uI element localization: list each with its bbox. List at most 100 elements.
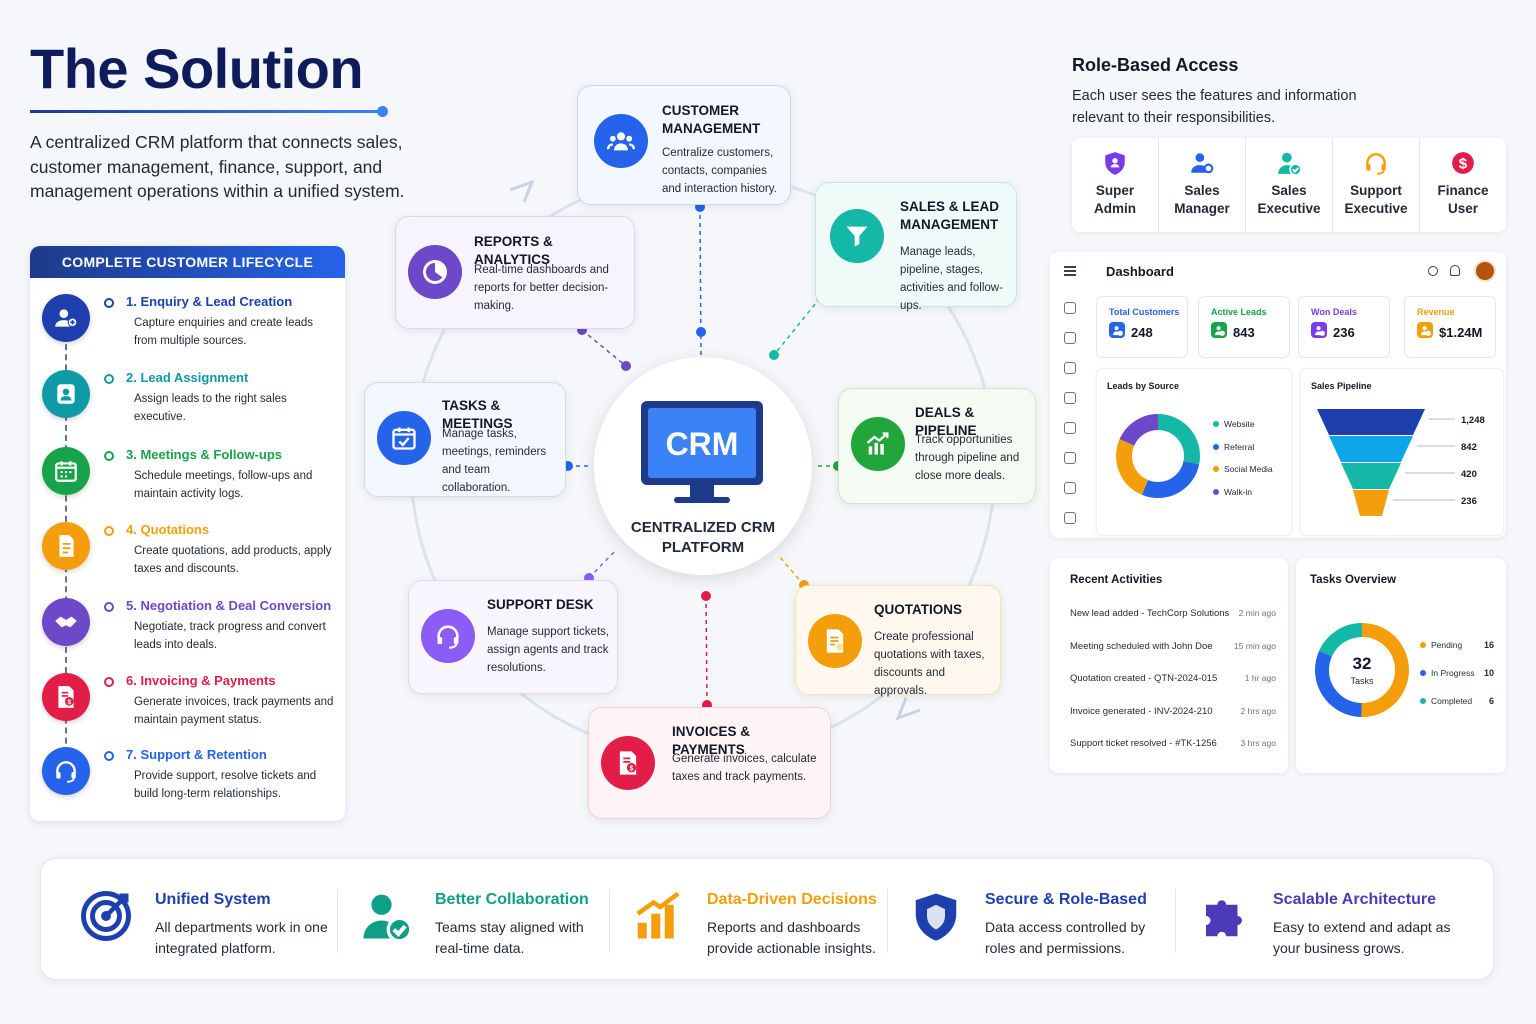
activity-item[interactable]: Invoice generated - INV-2024-210 2 hrs a…	[1070, 705, 1276, 717]
dashboard-panel: Dashboard Total Customers 248 Active Lea…	[1050, 252, 1506, 538]
step-marker	[104, 298, 114, 308]
funnel-value: 842	[1461, 442, 1477, 453]
puzzle-icon	[1197, 889, 1255, 947]
legend-item: Social Media	[1213, 464, 1273, 474]
benefit-desc: Easy to extend and adapt as your busines…	[1273, 919, 1451, 956]
role-item[interactable]: $ Finance User	[1420, 138, 1506, 232]
lifecycle-step[interactable]: 1. Enquiry & Lead Creation Capture enqui…	[30, 294, 345, 370]
module-card-deals[interactable]: DEALS & PIPELINE Track opportunities thr…	[838, 388, 1036, 504]
svg-text:$: $	[67, 699, 71, 706]
stat-label: Won Deals	[1311, 307, 1357, 317]
lifecycle-step-title: 2. Lead Assignment	[126, 370, 249, 385]
step-marker	[104, 602, 114, 612]
legend-item: Website	[1213, 419, 1255, 429]
module-card-sales[interactable]: SALES & LEAD MANAGEMENT Manage leads, pi…	[815, 182, 1017, 312]
sidebar-icon[interactable]	[1064, 482, 1076, 494]
hub-label: CENTRALIZED CRM PLATFORM	[630, 519, 776, 556]
activity-item[interactable]: Meeting scheduled with John Doe 15 min a…	[1070, 640, 1276, 652]
module-card-invoices[interactable]: $ INVOICES & PAYMENTS Generate invoices,…	[588, 707, 831, 819]
stat-card[interactable]: Revenue $1.24M	[1404, 296, 1496, 358]
lifecycle-step-title: 7. Support & Retention	[126, 747, 267, 762]
sales-pipeline-title: Sales Pipeline	[1311, 381, 1372, 391]
role-item[interactable]: Sales Executive	[1246, 138, 1333, 232]
lifecycle-step[interactable]: 5. Negotiation & Deal Conversion Negotia…	[30, 598, 345, 674]
benefit-title: Data-Driven Decisions	[707, 891, 877, 908]
funnel-value: 236	[1461, 496, 1477, 507]
tasks-overview-title: Tasks Overview	[1310, 574, 1397, 586]
connector-support	[588, 549, 617, 579]
module-desc: Real-time dashboards and reports for bet…	[474, 264, 609, 312]
lifecycle-step[interactable]: 7. Support & Retention Provide support, …	[30, 747, 345, 821]
benefit-divider	[337, 889, 338, 953]
bell-icon[interactable]	[1450, 265, 1460, 276]
module-card-support[interactable]: SUPPORT DESK Manage support tickets, ass…	[408, 580, 618, 694]
module-desc: Centralize customers, contacts, companie…	[662, 147, 777, 195]
module-card-reports[interactable]: REPORTS & ANALYTICS Real-time dashboards…	[395, 216, 635, 329]
legend-item: Walk-in	[1213, 487, 1252, 497]
benefit-item: Better Collaboration Teams stay aligned …	[359, 859, 629, 981]
sidebar-icon[interactable]	[1064, 512, 1076, 524]
sidebar-icon[interactable]	[1064, 392, 1076, 404]
step-marker	[104, 374, 114, 384]
role-item[interactable]: Sales Manager	[1159, 138, 1246, 232]
document-icon	[42, 522, 90, 570]
intro-text: A centralized CRM platform that connects…	[30, 132, 405, 201]
funnel-stage	[1341, 463, 1401, 489]
task-legend-item: In Progress 10	[1420, 668, 1494, 678]
role-item[interactable]: Support Executive	[1333, 138, 1420, 232]
benefit-desc: Data access controlled by roles and perm…	[985, 919, 1146, 956]
activity-item[interactable]: New lead added - TechCorp Solutions 2 mi…	[1070, 608, 1276, 619]
sidebar-icon[interactable]	[1064, 362, 1076, 374]
role-item[interactable]: Super Admin	[1072, 138, 1159, 232]
module-card-customer[interactable]: CUSTOMER MANAGEMENT Centralize customers…	[577, 85, 791, 205]
module-card-quotes[interactable]: QUOTATIONS Create professional quotation…	[795, 585, 1001, 697]
crm-hub[interactable]: CRM	[594, 357, 812, 575]
activity-item[interactable]: Quotation created - QTN-2024-015 1 hr ag…	[1070, 673, 1276, 684]
benefit-desc: All departments work in one integrated p…	[155, 919, 328, 956]
module-desc: Generate invoices, calculate taxes and t…	[672, 753, 817, 783]
benefit-item: Secure & Role-Based Data access controll…	[909, 859, 1179, 981]
sidebar-icon[interactable]	[1064, 422, 1076, 434]
stat-label: Total Customers	[1109, 307, 1180, 317]
menu-icon[interactable]	[1064, 266, 1076, 276]
lifecycle-step[interactable]: 2. Lead Assignment Assign leads to the r…	[30, 370, 345, 446]
stat-card[interactable]: Won Deals 236	[1298, 296, 1390, 358]
module-title: SALES & LEAD MANAGEMENT	[900, 199, 1000, 232]
avatar[interactable]	[1474, 260, 1496, 282]
sidebar-icon[interactable]	[1064, 452, 1076, 464]
stat-card[interactable]: Total Customers 248	[1096, 296, 1188, 358]
stat-value: 843	[1233, 325, 1255, 340]
user-badge-icon	[42, 370, 90, 418]
sidebar-icon[interactable]	[1064, 332, 1076, 344]
search-icon[interactable]	[1428, 266, 1438, 276]
lifecycle-step[interactable]: 4. Quotations Create quotations, add pro…	[30, 522, 345, 598]
benefit-title: Scalable Architecture	[1273, 891, 1437, 908]
benefit-divider	[887, 889, 888, 953]
stat-icon	[1109, 322, 1125, 338]
activity-item[interactable]: Support ticket resolved - #TK-1256 3 hrs…	[1070, 738, 1276, 749]
module-desc: Track opportunities through pipeline and…	[915, 434, 1020, 482]
lifecycle-step-title: 4. Quotations	[126, 522, 210, 537]
tasks-total-label: Tasks	[1350, 676, 1374, 686]
benefit-item: Scalable Architecture Easy to extend and…	[1197, 859, 1467, 981]
benefit-item: Unified System All departments work in o…	[79, 859, 349, 981]
lifecycle-step-desc: Create quotations, add products, apply t…	[134, 545, 332, 575]
stat-label: Revenue	[1417, 307, 1455, 317]
invoice-icon: $	[42, 673, 90, 721]
lifecycle-step[interactable]: $ 6. Invoicing & Payments Generate invoi…	[30, 673, 345, 749]
role-label: Sales Executive	[1257, 183, 1321, 216]
module-desc: Manage leads, pipeline, stages, activiti…	[900, 246, 1003, 312]
role-label: Support Executive	[1344, 183, 1408, 216]
stat-card[interactable]: Active Leads 843	[1198, 296, 1290, 358]
sidebar-icon[interactable]	[1064, 302, 1076, 314]
lifecycle-step-desc: Assign leads to the right sales executiv…	[134, 393, 287, 423]
module-card-tasks[interactable]: TASKS & MEETINGS Manage tasks, meetings,…	[364, 382, 566, 497]
lifecycle-step[interactable]: 3. Meetings & Follow-ups Schedule meetin…	[30, 447, 345, 523]
benefits-bar: Unified System All departments work in o…	[40, 858, 1494, 980]
shield-icon	[909, 889, 967, 947]
stat-value: 236	[1333, 325, 1355, 340]
connector-invoices	[705, 595, 708, 706]
role-label: Sales Manager	[1174, 183, 1230, 216]
module-title: DEALS & PIPELINE	[915, 405, 977, 438]
